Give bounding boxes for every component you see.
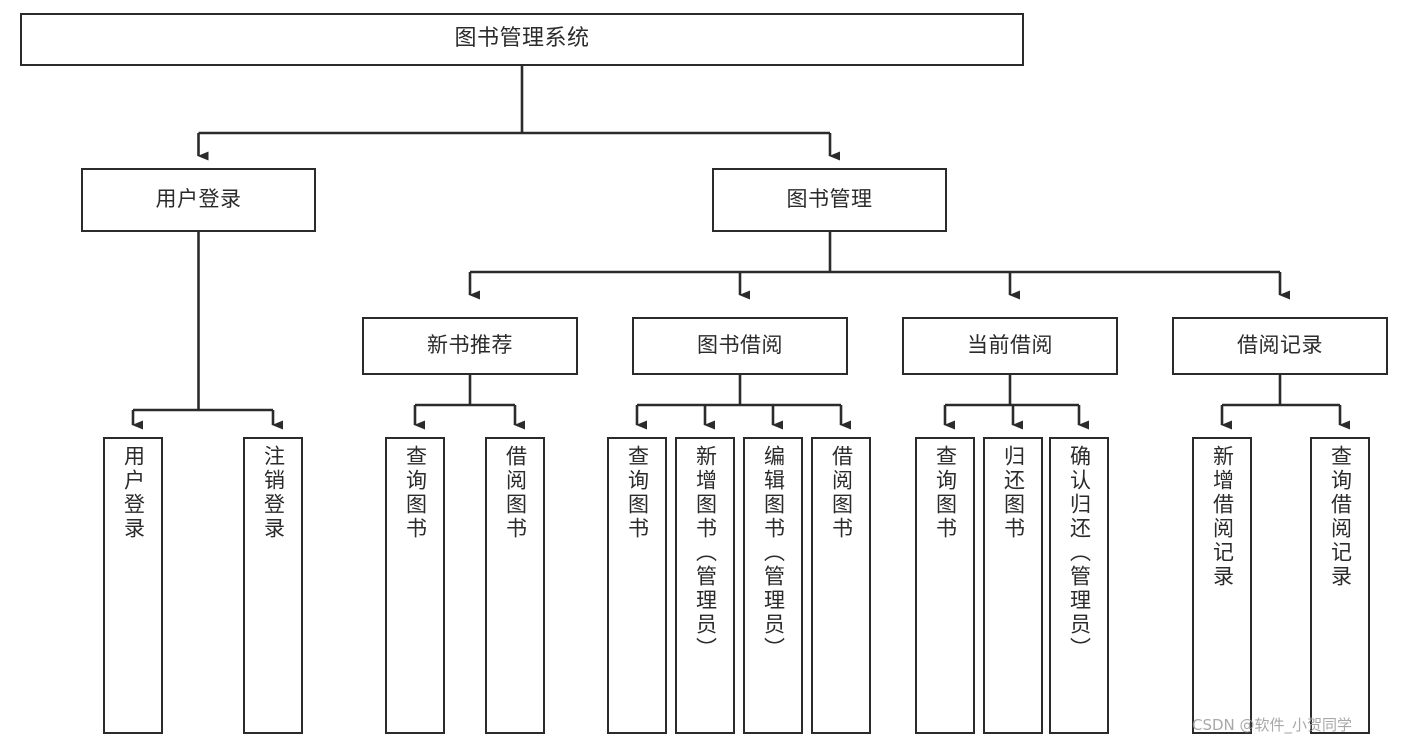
leaf-add-book[interactable]: 新增图书（管理员） — [675, 437, 735, 734]
node-book-borrow-label: 图书借阅 — [697, 333, 783, 358]
leaf-query-book-1[interactable]: 查询图书 — [385, 437, 445, 734]
leaf-query-book-2[interactable]: 查询图书 — [607, 437, 667, 734]
leaf-query-book-3-label: 查询图书 — [933, 445, 958, 541]
node-borrow-records-label: 借阅记录 — [1237, 333, 1323, 358]
leaf-logout-label: 注销登录 — [261, 445, 286, 541]
node-user-login-label: 用户登录 — [155, 187, 242, 212]
leaf-borrow-book-2-label: 借阅图书 — [829, 445, 854, 541]
leaf-query-record[interactable]: 查询借阅记录 — [1310, 437, 1370, 734]
leaf-borrow-book-1[interactable]: 借阅图书 — [485, 437, 545, 734]
leaf-return-book[interactable]: 归还图书 — [983, 437, 1043, 734]
watermark: CSDN @软件_小贺同学 — [1192, 716, 1353, 734]
node-book-management-label: 图书管理 — [786, 187, 873, 212]
leaf-borrow-book-1-label: 借阅图书 — [503, 445, 528, 541]
leaf-add-book-label: 新增图书（管理员） — [693, 445, 718, 661]
node-new-book-recommend-label: 新书推荐 — [427, 333, 513, 358]
leaf-query-book-2-label: 查询图书 — [625, 445, 650, 541]
node-current-borrow[interactable]: 当前借阅 — [902, 317, 1118, 375]
node-book-borrow[interactable]: 图书借阅 — [632, 317, 848, 375]
node-root-label: 图书管理系统 — [454, 26, 590, 52]
leaf-add-record[interactable]: 新增借阅记录 — [1192, 437, 1252, 734]
node-book-management[interactable]: 图书管理 — [712, 168, 947, 232]
leaf-query-book-3[interactable]: 查询图书 — [915, 437, 975, 734]
leaf-logout[interactable]: 注销登录 — [243, 437, 303, 734]
leaf-user-login[interactable]: 用户登录 — [103, 437, 163, 734]
leaf-add-record-label: 新增借阅记录 — [1210, 445, 1235, 589]
node-borrow-records[interactable]: 借阅记录 — [1172, 317, 1388, 375]
leaf-query-book-1-label: 查询图书 — [403, 445, 428, 541]
leaf-query-record-label: 查询借阅记录 — [1328, 445, 1353, 589]
node-root[interactable]: 图书管理系统 — [20, 13, 1024, 66]
node-user-login[interactable]: 用户登录 — [81, 168, 316, 232]
leaf-edit-book-label: 编辑图书（管理员） — [761, 445, 786, 661]
node-current-borrow-label: 当前借阅 — [967, 333, 1053, 358]
leaf-user-login-label: 用户登录 — [121, 445, 146, 541]
leaf-confirm-return[interactable]: 确认归还（管理员） — [1049, 437, 1109, 734]
leaf-edit-book[interactable]: 编辑图书（管理员） — [743, 437, 803, 734]
leaf-borrow-book-2[interactable]: 借阅图书 — [811, 437, 871, 734]
node-new-book-recommend[interactable]: 新书推荐 — [362, 317, 578, 375]
leaf-confirm-return-label: 确认归还（管理员） — [1067, 445, 1092, 661]
leaf-return-book-label: 归还图书 — [1001, 445, 1026, 541]
